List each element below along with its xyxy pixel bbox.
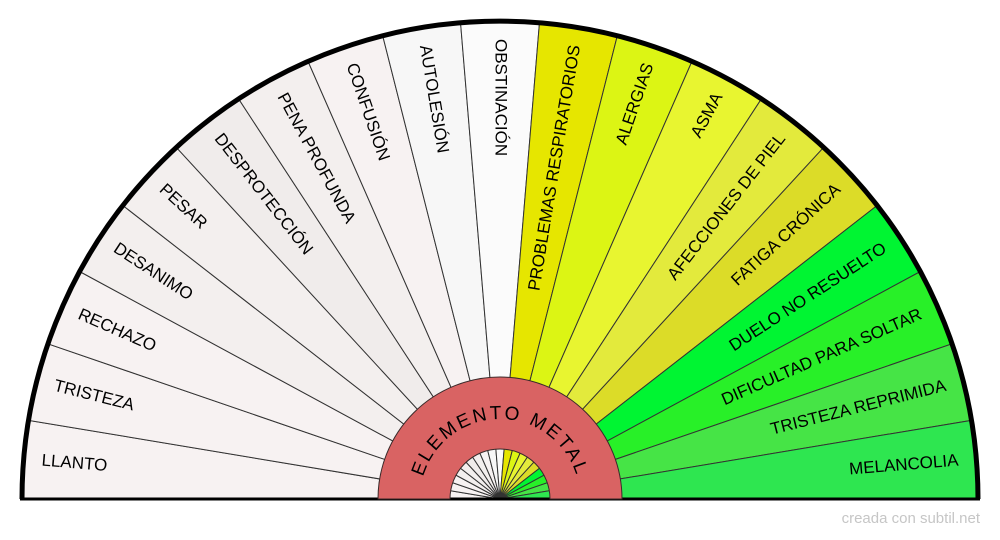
segment-label: OBSTINACIÓN [492,39,511,156]
hub-ring [377,376,623,500]
outer-rim [19,18,981,500]
watermark: creada con subtil.net [841,510,980,527]
segments-layer [21,20,979,500]
